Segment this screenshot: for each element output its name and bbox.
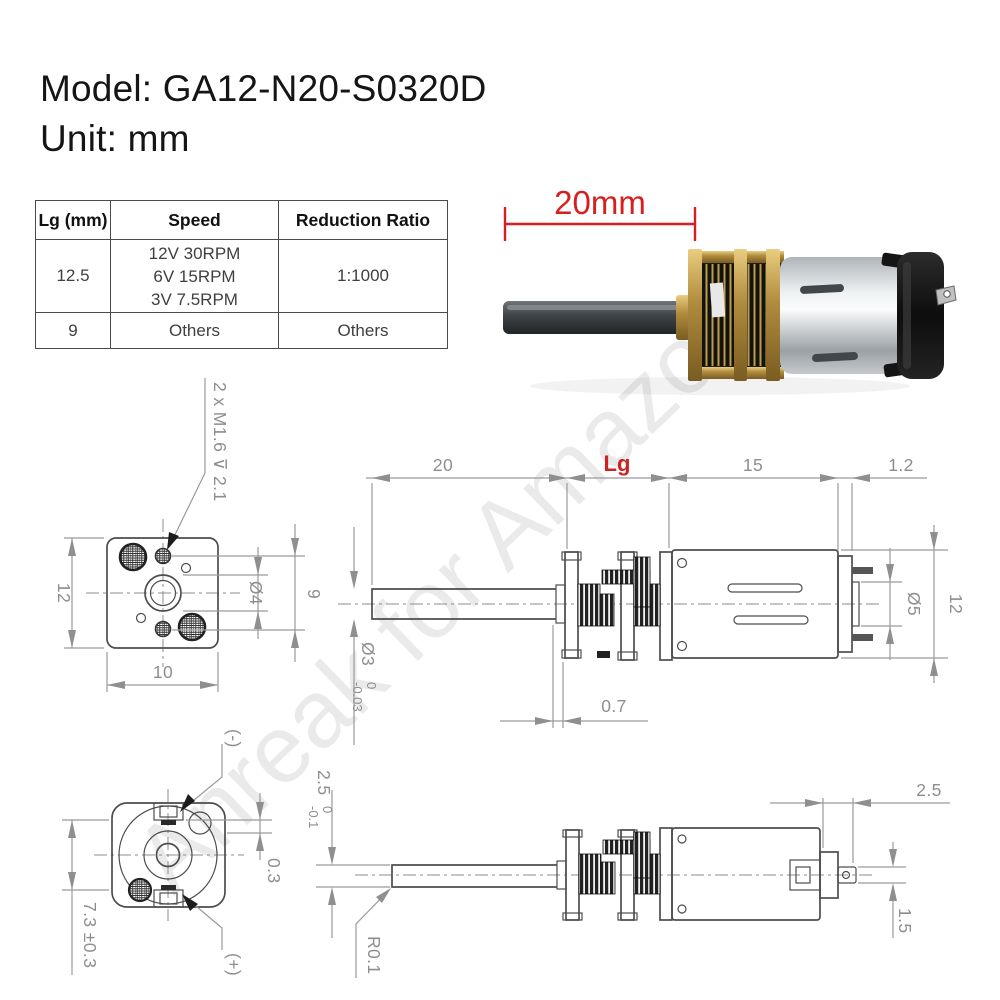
dim-body-dia: 12 bbox=[946, 594, 966, 614]
terminal-pin bbox=[852, 634, 873, 641]
side-shaft bbox=[371, 588, 556, 620]
unit-line: Unit: mm bbox=[40, 114, 487, 164]
photo-terminal-hole bbox=[943, 290, 951, 298]
screw-hole bbox=[154, 547, 172, 565]
photo-end-cap bbox=[881, 252, 957, 379]
dim-shaft-dia-group: Ø3 0 -0.03 bbox=[350, 642, 379, 712]
spec-table-header-row: Lg (mm) Speed Reduction Ratio bbox=[35, 200, 448, 240]
screw-head bbox=[676, 557, 688, 569]
gear-train bbox=[578, 831, 661, 895]
bottom-motor-body bbox=[671, 827, 821, 921]
inner-circle bbox=[143, 830, 193, 880]
dim-motor-length: 15 bbox=[743, 455, 763, 475]
dim-front-height: 12 bbox=[54, 583, 74, 603]
screw-hole bbox=[154, 620, 172, 638]
dim-cap-length: 1.2 bbox=[888, 455, 914, 475]
knurled-hole bbox=[118, 542, 148, 572]
dim-shaft-tol-lower: -0.03 bbox=[350, 682, 365, 712]
dim-flat-group: 2.5 0 -0.1 bbox=[306, 770, 335, 828]
front-view-body bbox=[106, 537, 219, 649]
photo-shaft-highlight bbox=[507, 305, 699, 310]
dim-shaft-length: 20 bbox=[433, 455, 453, 475]
vent-slot bbox=[727, 583, 803, 593]
vent-slot bbox=[733, 615, 809, 625]
pin-hole bbox=[135, 612, 147, 624]
positive-terminal-label: (+) bbox=[224, 953, 244, 976]
hub-circle bbox=[155, 842, 181, 868]
dim-front-width: 10 bbox=[153, 662, 173, 682]
dim-bearing-dia: Ø5 bbox=[904, 592, 924, 616]
table-row: 12.5 12V 30RPM 6V 15RPM 3V 7.5RPM 1:1000 bbox=[35, 239, 448, 313]
speed-line: 3V 7.5RPM bbox=[151, 289, 238, 309]
side-view-drawing: 20 Lg 15 1.2 Ø3 0 -0.03 0.7 bbox=[338, 451, 966, 745]
negative-terminal-label: (-) bbox=[224, 729, 244, 748]
dim-shaft-dia: Ø3 bbox=[358, 642, 378, 666]
dim-terminal-protrusion: 2.5 bbox=[916, 780, 942, 800]
bottom-view-drawing: 2.5 0 -0.1 R0.1 2.5 1.5 bbox=[306, 770, 950, 978]
pin-hole bbox=[180, 562, 192, 574]
motor-photo: 20mm bbox=[503, 184, 957, 395]
cell-ratio: 1:1000 bbox=[278, 239, 448, 313]
dim-boss-length: 0.7 bbox=[601, 696, 627, 716]
dim-boss-dia: Ø4 bbox=[246, 581, 266, 605]
shaft-hole bbox=[149, 579, 177, 607]
terminal-hole bbox=[841, 870, 851, 880]
cell-lg: 9 bbox=[35, 312, 111, 349]
gearbox-plate bbox=[620, 551, 635, 661]
terminal-pin bbox=[852, 567, 873, 574]
photo-dimension-20mm: 20mm bbox=[503, 184, 697, 241]
knurled-hole bbox=[127, 877, 153, 903]
table-row: 9 Others Others bbox=[35, 312, 448, 349]
dim-hole-pitch: 9 bbox=[304, 589, 324, 599]
dim-terminal-pitch: 7.3 ±0.3 bbox=[80, 902, 100, 968]
photo-motor-body bbox=[780, 257, 914, 374]
thread-note: 2 x M1.6 ⊽ 2.1 bbox=[210, 382, 230, 502]
dim-flat-tol-upper: 0 bbox=[320, 806, 335, 813]
photo-gearbox bbox=[688, 249, 784, 381]
bottom-terminal-tab bbox=[837, 866, 857, 884]
screw-head bbox=[677, 834, 687, 844]
col-header-ratio: Reduction Ratio bbox=[278, 200, 448, 240]
dim-flat: 2.5 bbox=[314, 770, 334, 796]
sheet-header: Model: GA12-N20-S0320D Unit: mm bbox=[40, 64, 487, 164]
dim-terminal-offset: 0.3 bbox=[264, 858, 284, 884]
gearbox-plate bbox=[564, 551, 579, 659]
cell-speed: 12V 30RPM 6V 15RPM 3V 7.5RPM bbox=[110, 239, 279, 313]
col-header-speed: Speed bbox=[110, 200, 279, 240]
photo-shadow bbox=[530, 377, 910, 395]
screw-head bbox=[676, 640, 688, 652]
unit-value: mm bbox=[127, 118, 190, 159]
dim-fillet: R0.1 bbox=[364, 936, 384, 975]
model-label: Model: bbox=[40, 68, 153, 109]
dim-flat-tol-lower: -0.1 bbox=[306, 806, 321, 828]
speed-line: 12V 30RPM bbox=[148, 243, 241, 263]
cell-ratio: Others bbox=[278, 312, 448, 349]
gearbox-plate bbox=[659, 551, 673, 661]
gear-train bbox=[577, 556, 661, 627]
speed-line: 6V 15RPM bbox=[153, 266, 236, 286]
model-line: Model: GA12-N20-S0320D bbox=[40, 64, 487, 114]
photo-dim-label: 20mm bbox=[554, 184, 646, 221]
knurled-hole bbox=[177, 612, 207, 642]
gearbox-plate bbox=[659, 827, 673, 921]
spec-table: Lg (mm) Speed Reduction Ratio 12.5 12V 3… bbox=[35, 200, 448, 349]
dim-terminal-thickness: 1.5 bbox=[895, 908, 915, 934]
screw-head bbox=[677, 904, 687, 914]
back-view-drawing: (-) (+) 0.3 7.3 ±0.3 bbox=[62, 729, 284, 976]
bottom-shaft bbox=[391, 864, 557, 888]
shaft-boss bbox=[144, 574, 182, 612]
unit-label: Unit: bbox=[40, 118, 118, 159]
cell-speed: Others bbox=[110, 312, 279, 349]
dim-shaft-tol-upper: 0 bbox=[364, 682, 379, 689]
pin-hole bbox=[188, 811, 212, 835]
model-value: GA12-N20-S0320D bbox=[162, 68, 487, 109]
side-bearing-bump bbox=[851, 581, 860, 627]
dim-gearbox-length: Lg bbox=[604, 451, 631, 476]
front-view-drawing: 12 10 Ø4 9 2 x M1.6 ⊽ 2.1 bbox=[54, 378, 324, 692]
